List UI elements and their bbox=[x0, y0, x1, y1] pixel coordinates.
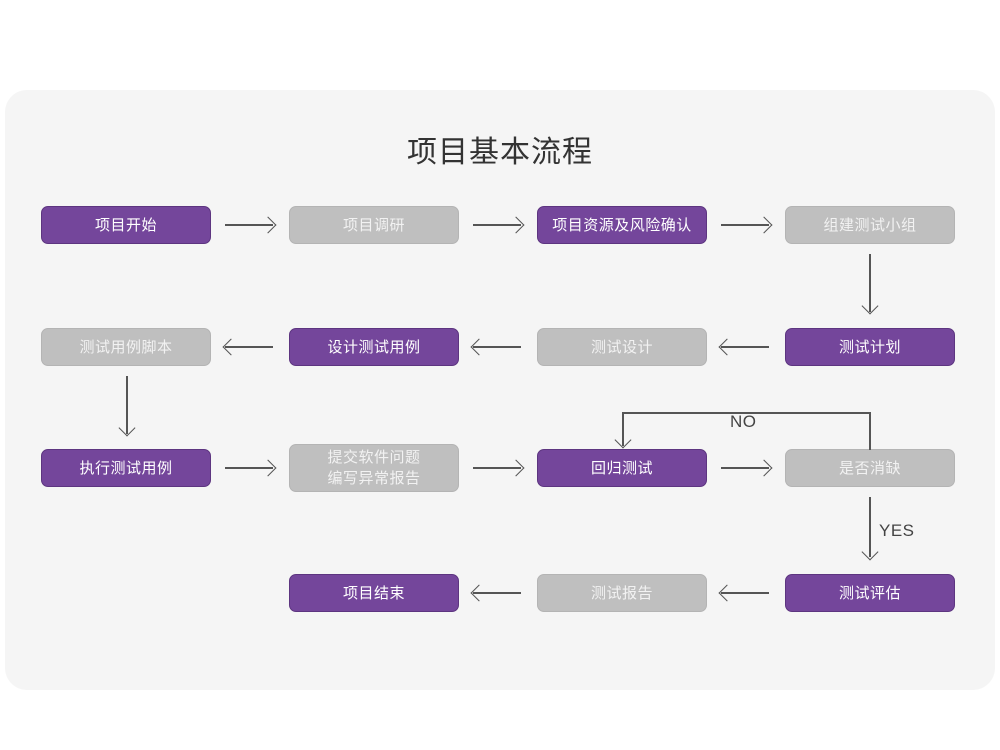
node-project-end[interactable]: 项目结束 bbox=[289, 574, 459, 612]
node-test-evaluation[interactable]: 测试评估 bbox=[785, 574, 955, 612]
node-label: 是否消缺 bbox=[838, 459, 901, 477]
node-label: 执行测试用例 bbox=[79, 459, 173, 477]
node-project-start[interactable]: 项目开始 bbox=[41, 206, 211, 244]
node-regression-test[interactable]: 回归测试 bbox=[537, 449, 707, 487]
node-form-test-team[interactable]: 组建测试小组 bbox=[785, 206, 955, 244]
node-label: 设计测试用例 bbox=[327, 338, 421, 356]
node-submit-issues-write-reports[interactable]: 提交软件问题 编写异常报告 bbox=[289, 444, 459, 492]
node-test-case-scripts[interactable]: 测试用例脚本 bbox=[41, 328, 211, 366]
node-label: 测试报告 bbox=[590, 584, 653, 602]
node-label: 项目资源及风险确认 bbox=[552, 216, 692, 234]
node-label: 项目结束 bbox=[342, 584, 405, 602]
node-label: 测试设计 bbox=[590, 338, 653, 356]
node-label: 测试计划 bbox=[838, 338, 901, 356]
node-execute-test-cases[interactable]: 执行测试用例 bbox=[41, 449, 211, 487]
page-title: 项目基本流程 bbox=[407, 136, 593, 169]
node-test-plan[interactable]: 测试计划 bbox=[785, 328, 955, 366]
node-test-design[interactable]: 测试设计 bbox=[537, 328, 707, 366]
node-label: 项目调研 bbox=[342, 216, 405, 234]
node-label: 项目开始 bbox=[94, 216, 157, 234]
node-resource-risk-confirm[interactable]: 项目资源及风险确认 bbox=[537, 206, 707, 244]
node-project-research[interactable]: 项目调研 bbox=[289, 206, 459, 244]
node-test-report[interactable]: 测试报告 bbox=[537, 574, 707, 612]
node-design-test-cases[interactable]: 设计测试用例 bbox=[289, 328, 459, 366]
node-label: 组建测试小组 bbox=[823, 216, 917, 234]
node-label: 测试评估 bbox=[838, 584, 901, 602]
node-defect-resolved-decision[interactable]: 是否消缺 bbox=[785, 449, 955, 487]
edge-label-no: NO bbox=[730, 412, 757, 431]
node-label: 测试用例脚本 bbox=[79, 338, 173, 356]
node-label: 回归测试 bbox=[590, 459, 653, 477]
node-label: 提交软件问题 编写异常报告 bbox=[327, 449, 421, 487]
edge-label-yes: YES bbox=[879, 521, 915, 540]
